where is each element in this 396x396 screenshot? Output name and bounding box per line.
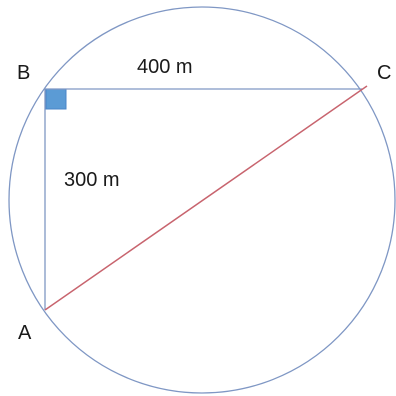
vertex-label-b: B: [17, 62, 30, 84]
vertex-label-a: A: [18, 322, 32, 344]
vertex-label-c: C: [377, 62, 391, 84]
diagonal-ac-line: [44, 85, 368, 311]
circumscribed-circle: [8, 6, 396, 394]
measurement-ab-label: 300 m: [64, 169, 120, 191]
measurement-bc-label: 400 m: [137, 56, 193, 78]
right-angle-marker: [45, 88, 67, 110]
